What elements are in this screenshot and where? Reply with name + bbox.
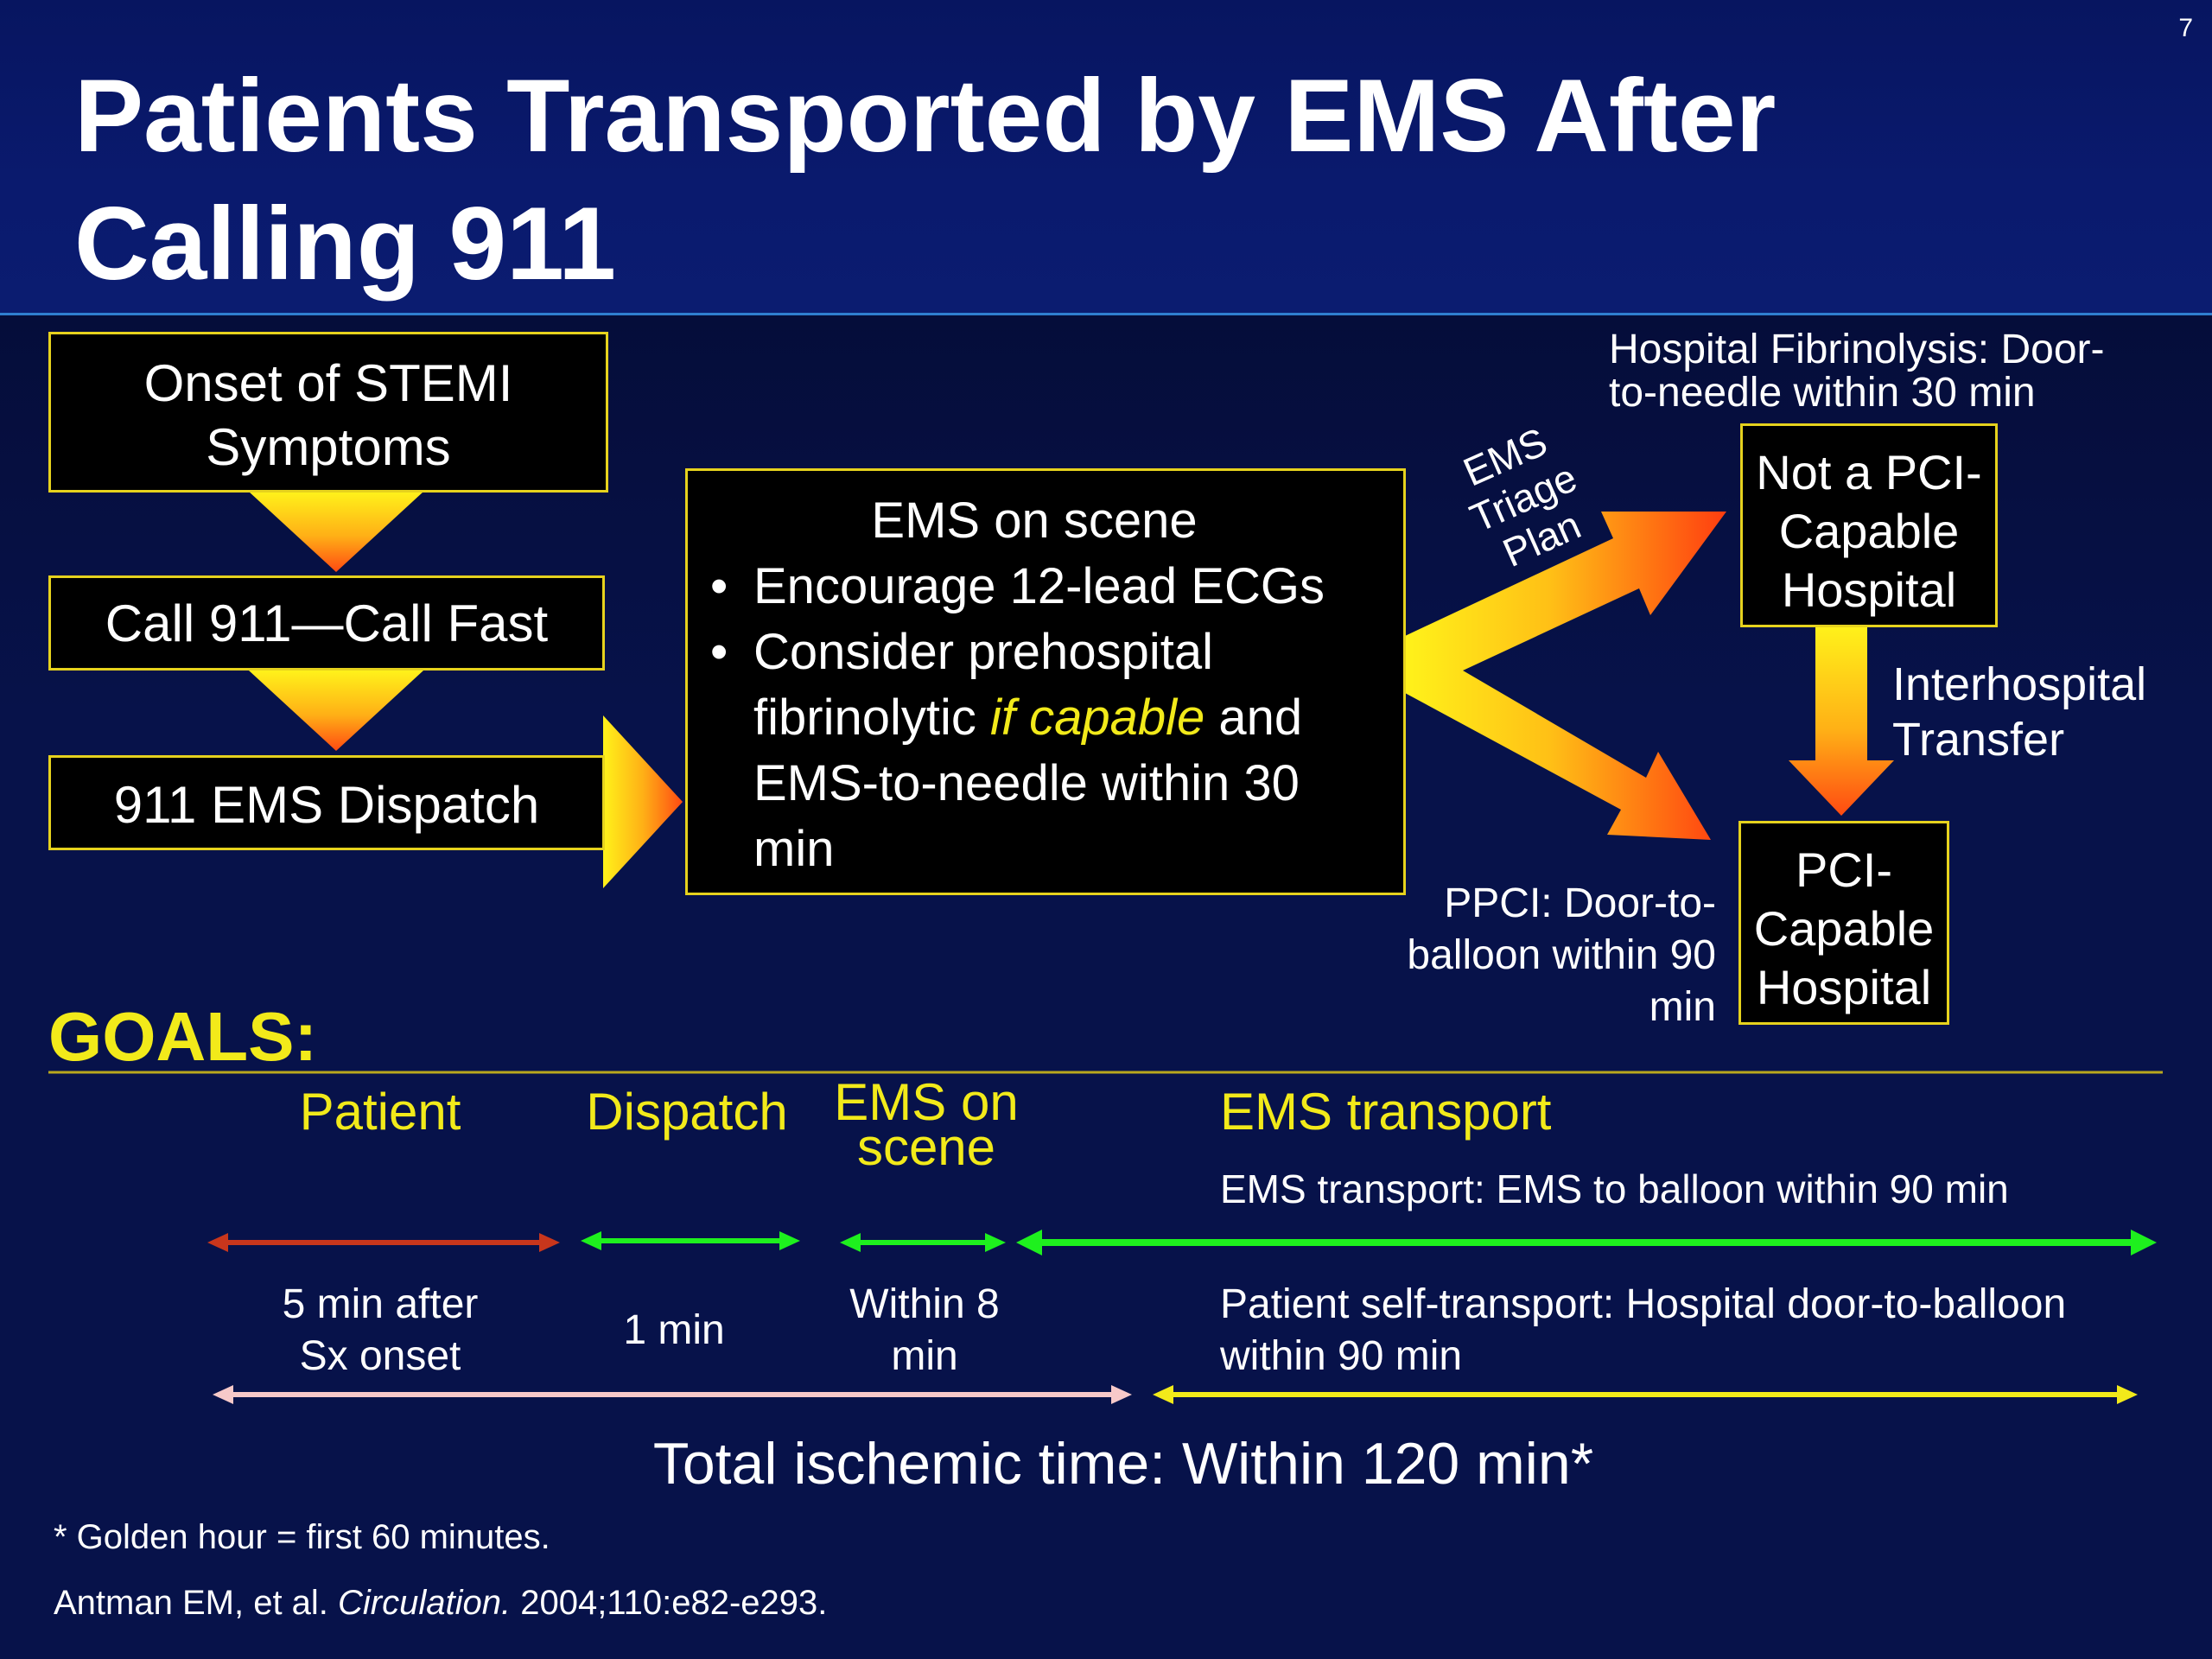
citation-details: 2004;110:e82-e293.: [511, 1584, 828, 1622]
pre-hospital-total-arrow: [213, 1385, 1132, 1404]
pci-capable-box: PCI-Capable Hospital: [1738, 821, 1949, 1025]
patient-time-text: 5 min after Sx onset: [282, 1281, 479, 1379]
ems-on-scene-heading: EMS on scene: [871, 493, 1198, 549]
citation-journal: Circulation.: [338, 1584, 512, 1622]
goal-ems-on-scene-label: EMS on scene: [834, 1073, 1019, 1176]
ppci-note: PPCI: Door-to-balloon within 90 min: [1407, 880, 1716, 1030]
scene-time-text: Within 8 min: [849, 1281, 1000, 1379]
total-ischemic-time: Total ischemic time: Within 120 min*: [652, 1431, 1594, 1497]
onset-label: Onset of STEMI Symptoms: [143, 354, 513, 476]
scene-timeline-arrow: [840, 1233, 1006, 1252]
footnote-golden-hour: * Golden hour = first 60 minutes.: [54, 1518, 550, 1556]
ems-transport-note: EMS transport: EMS to balloon within 90 …: [1220, 1166, 2009, 1211]
down-arrow-1: [249, 492, 423, 572]
slide-title: Patients Transported by EMS After Callin…: [74, 58, 1777, 302]
goal-dispatch-label: Dispatch: [586, 1083, 788, 1141]
down-arrow-2: [249, 671, 423, 751]
call-911-label: Call 911—Call Fast: [105, 594, 549, 652]
dispatch-box: 911 EMS Dispatch: [48, 755, 605, 850]
dispatch-label: 911 EMS Dispatch: [113, 776, 540, 834]
right-arrow-dispatch: [603, 715, 683, 888]
interhospital-arrow: [1789, 626, 1894, 816]
if-capable-text: if capable: [989, 690, 1205, 746]
slide-header: Patients Transported by EMS After Callin…: [0, 0, 2212, 315]
fibrinolytic-text-end: and EMS-to-needle within 30 min: [753, 690, 1303, 877]
ems-on-scene-bullets: •Encourage 12-lead ECGs •Consider prehos…: [700, 554, 1386, 882]
not-pci-capable-box: Not a PCI-Capable Hospital: [1740, 423, 1998, 627]
goal-patient-label: Patient: [299, 1083, 461, 1141]
ems-transport-timeline-arrow: [1016, 1230, 2157, 1255]
fibrinolytic-text-start: Consider prehospital fibrinolytic: [753, 624, 1213, 746]
self-transport-note: Patient self-transport: Hospital door-to…: [1220, 1281, 2067, 1379]
bullet-fibrinolytic: •Consider prehospital fibrinolytic if ca…: [710, 624, 1303, 877]
page-number: 7: [2178, 14, 2193, 42]
bullet-ecg: •Encourage 12-lead ECGs: [710, 558, 1325, 614]
goals-label: GOALS:: [48, 998, 318, 1075]
patient-timeline-arrow: [207, 1233, 560, 1252]
dispatch-timeline-arrow: [581, 1231, 800, 1250]
citation-authors: Antman EM, et al.: [54, 1584, 339, 1622]
fork-arrow: [1405, 512, 1726, 840]
goal-ems-transport-label: EMS transport: [1220, 1083, 1552, 1141]
dispatch-time-text: 1 min: [623, 1307, 725, 1353]
call-911-box: Call 911—Call Fast: [48, 575, 605, 671]
self-transport-arrow: [1153, 1385, 2138, 1404]
citation: Antman EM, et al. Circulation. 2004;110:…: [54, 1580, 1263, 1626]
hospital-fibrinolysis-note: Hospital Fibrinolysis: Door-to-needle wi…: [1609, 327, 2105, 416]
onset-box: Onset of STEMI Symptoms: [48, 332, 608, 493]
ems-on-scene-box: EMS on scene •Encourage 12-lead ECGs •Co…: [685, 468, 1406, 895]
interhospital-transfer-label: Interhospital Transfer: [1892, 658, 2147, 766]
